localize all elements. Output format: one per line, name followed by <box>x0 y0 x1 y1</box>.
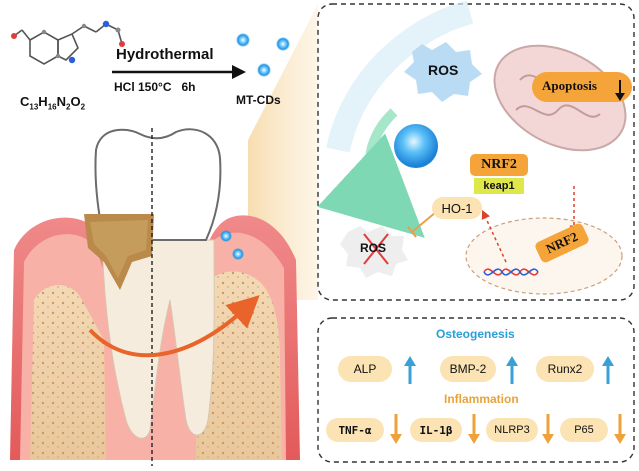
ho1-expression-arrow <box>481 209 507 263</box>
inhibition-line <box>411 211 437 233</box>
osteo-marker-alp: ALP <box>338 356 392 382</box>
tooth-illustration <box>10 128 300 466</box>
inflammation-title: Inflammation <box>444 392 519 406</box>
keap1-label: keap1 <box>474 178 524 194</box>
down-arrow-0-head <box>390 434 402 444</box>
mitochondrion <box>493 44 632 152</box>
ros-star <box>404 42 482 102</box>
ho1-label: HO-1 <box>432 197 482 219</box>
down-arrow-3-head <box>614 434 626 444</box>
osteo-marker-bmp2: BMP-2 <box>440 356 496 382</box>
up-arrow-1-head <box>506 356 518 366</box>
up-arrow-2-head <box>602 356 614 366</box>
inflam-marker-nlrp3: NLRP3 <box>486 418 538 442</box>
carbon-dot <box>276 37 290 51</box>
down-arrow-1-head <box>468 434 480 444</box>
scavenging-arrow <box>317 108 425 238</box>
apoptosis-label: Apoptosis <box>542 78 597 93</box>
up-arrow-0-head <box>404 356 416 366</box>
molecular-formula: C13H16N2O2 <box>20 94 86 112</box>
inflammation-arrows <box>390 414 626 444</box>
regeneration-arrow <box>88 295 260 358</box>
synthesis-conditions: HCl 150°C 6h <box>114 80 196 94</box>
osteogenesis-arrows <box>404 356 614 384</box>
melatonin-molecule <box>11 20 125 65</box>
inflam-marker-p65: P65 <box>560 418 608 442</box>
ros-neutralized-label: ROS <box>360 241 387 255</box>
down-arrow-2-head <box>542 434 554 444</box>
product-label: MT-CDs <box>236 93 281 107</box>
synthesis-method: Hydrothermal <box>116 46 214 63</box>
carbon-dot <box>257 63 271 77</box>
nrf2-label-cytoplasm: NRF2 <box>470 154 528 176</box>
carbon-dot <box>236 33 250 47</box>
osteogenesis-title: Osteogenesis <box>436 327 515 341</box>
osteo-marker-runx2: Runx2 <box>536 356 594 382</box>
ros-label: ROS <box>428 62 459 78</box>
inflam-marker-il1b: IL-1β <box>410 418 462 442</box>
inflam-marker-tnfa: TNF-α <box>326 418 384 442</box>
mt-cd-particle <box>394 124 438 168</box>
